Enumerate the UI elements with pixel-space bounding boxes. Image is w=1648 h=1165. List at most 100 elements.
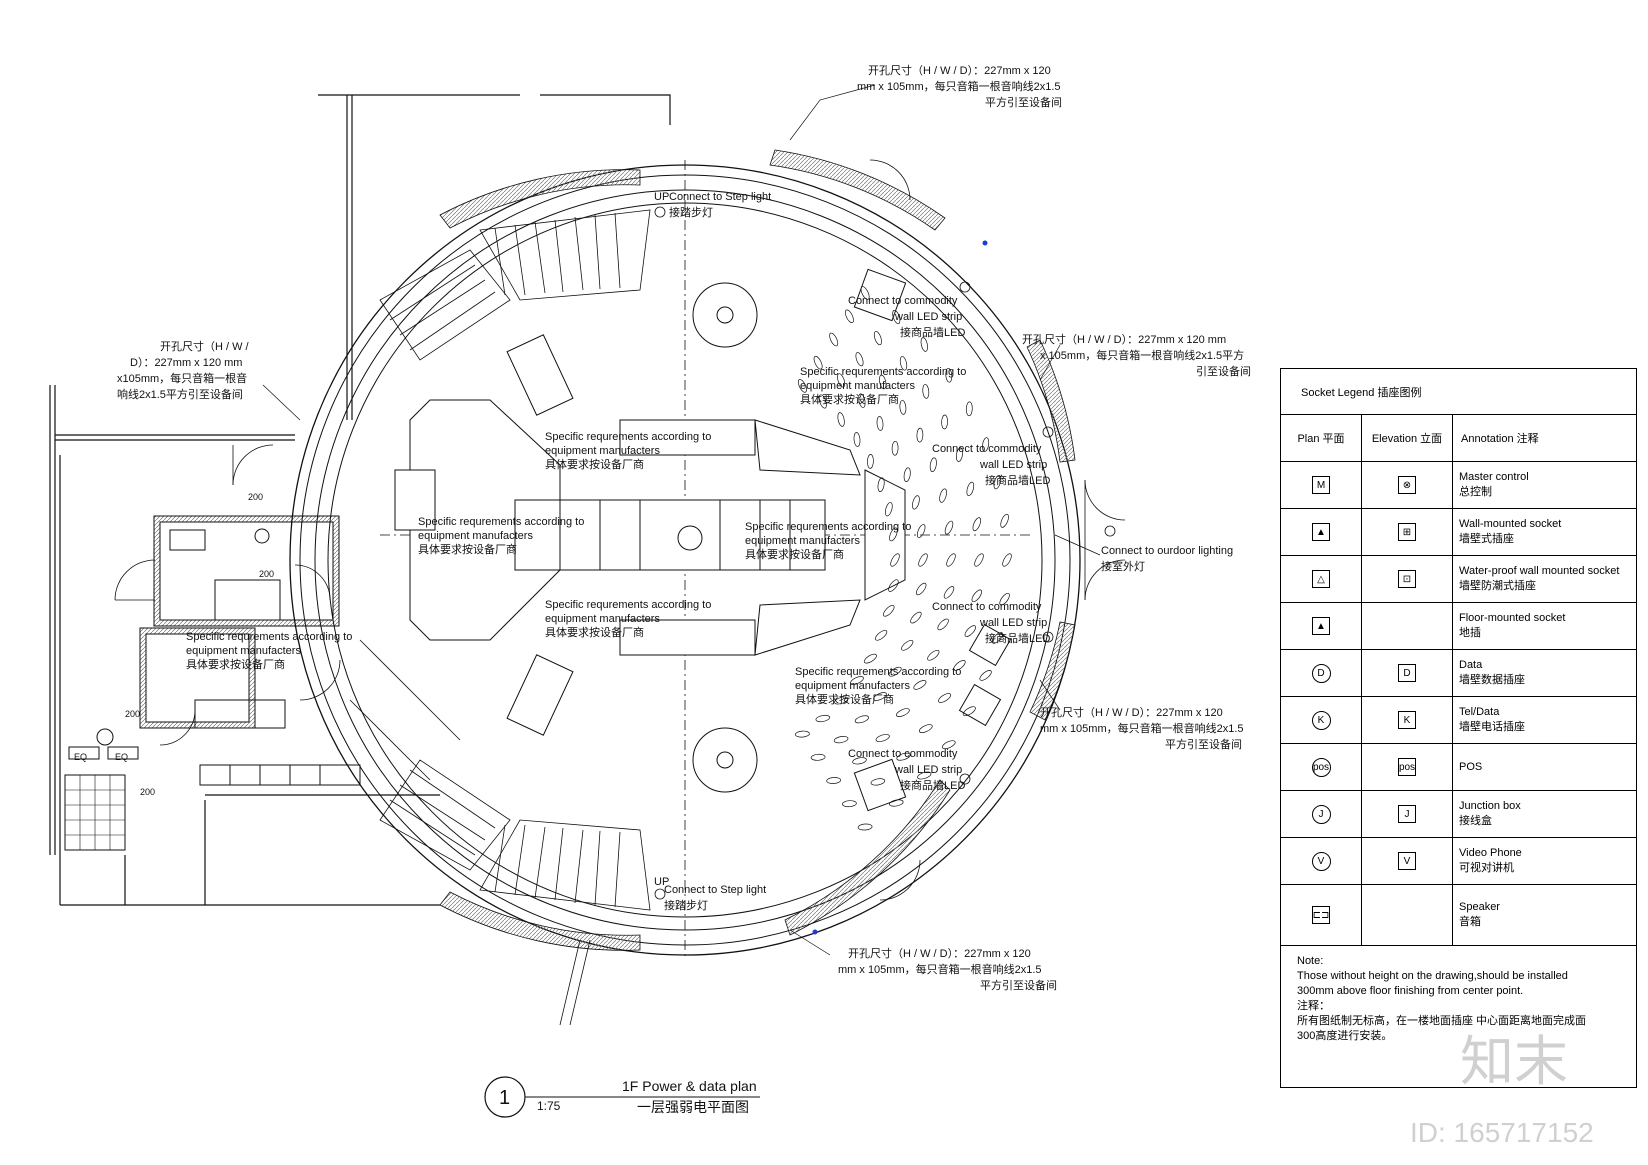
junction-box-icon-elevation: J <box>1398 805 1416 823</box>
seat-mark <box>826 777 842 784</box>
master-control-icon: M <box>1312 476 1330 494</box>
up-bottom-label: UP <box>654 876 669 888</box>
legend-cn: 墙壁式插座 <box>1459 533 1514 545</box>
spec-6c: 具体要求按设备厂商 <box>800 392 899 406</box>
spec-5b: equipment manufacters <box>186 645 301 657</box>
dim-200a: 200 <box>248 492 263 502</box>
seat-mark <box>834 696 849 705</box>
legend-cn: 总控制 <box>1459 486 1492 498</box>
eq-label-2: EQ <box>115 752 128 762</box>
watermark-id: ID: 165717152 <box>1410 1117 1594 1148</box>
seat-mark <box>972 517 982 532</box>
seat-mark <box>922 384 930 399</box>
dim-200d: 200 <box>140 787 155 797</box>
spec-3c: 具体要求按设备厂商 <box>745 547 844 561</box>
spec-7b: equipment manufacters <box>795 680 910 692</box>
spk-r1-3: 引至设备间 <box>1196 364 1251 378</box>
staircases <box>349 209 651 911</box>
spk-r2-1: 开孔尺寸（H / W / D）：227mm x 120 <box>1040 705 1223 719</box>
spk-top-1: 开孔尺寸（H / W / D）：227mm x 120 <box>868 63 1051 77</box>
seat-mark <box>916 582 927 596</box>
wall-led-r1-cn: 接商品墙LED <box>985 473 1050 487</box>
legend-elevation-cell: K <box>1361 696 1453 744</box>
legend-plan-cell: ▲ <box>1281 602 1362 650</box>
junction-box-icon: J <box>1311 804 1331 824</box>
spk-bot-1: 开孔尺寸（H / W / D）：227mm x 120 <box>848 946 1031 960</box>
seat-mark <box>884 502 893 517</box>
wall-socket-icon-elevation: ⊞ <box>1398 523 1416 541</box>
seat-mark <box>829 332 839 347</box>
legend-en: Video Phone <box>1459 847 1522 859</box>
plan-symbols <box>654 206 1116 900</box>
socket-legend: Socket Legend 插座图例 Plan 平面 Elevation 立面 … <box>1280 368 1637 1088</box>
seat-mark <box>927 649 940 661</box>
pos-icon: pos <box>1311 757 1331 777</box>
seat-mark <box>917 771 932 780</box>
legend-elevation-cell: ⊗ <box>1361 461 1453 509</box>
tel-data-icon: K <box>1311 710 1331 730</box>
led-bottom-en1: Connect to commodity <box>848 748 958 760</box>
wall-led-r2-en1: Connect to commodity <box>932 601 1042 613</box>
legend-cn: 墙壁电话插座 <box>1459 721 1525 733</box>
seat-mark <box>883 605 895 617</box>
spec-6a: Specific requrements according to <box>800 366 966 378</box>
data-socket-icon-elevation: D <box>1398 664 1416 682</box>
seat-mark <box>944 520 954 535</box>
annex-rooms <box>64 515 361 851</box>
legend-elevation-cell: pos <box>1361 743 1453 791</box>
led-bottom-cn: 接商品墙LED <box>900 778 965 792</box>
seat-mark <box>890 553 900 567</box>
legend-plan-cell: pos <box>1281 743 1362 791</box>
spk-left-2: D）：227mm x 120 mm <box>130 356 242 369</box>
seat-mark <box>941 740 956 750</box>
seat-mark <box>982 437 990 452</box>
seat-mark <box>873 331 882 346</box>
seat-mark <box>899 356 908 371</box>
waterproof-socket-icon-elevation: ⊡ <box>1398 570 1416 588</box>
legend-plan-cell: ▲ <box>1281 508 1362 556</box>
legend-en: Speaker <box>1459 901 1500 913</box>
spec-4b: equipment manufacters <box>545 613 660 625</box>
step-top-cn: 接踏步灯 <box>669 205 713 219</box>
legend-table: Plan 平面 Elevation 立面 Annotation 注释 M⊗Mas… <box>1281 415 1636 946</box>
step-bottom-cn: 接踏步灯 <box>664 898 708 912</box>
seat-mark <box>850 676 864 685</box>
step-bottom-en: Connect to Step light <box>664 884 766 896</box>
data-socket-icon: D <box>1311 663 1331 683</box>
note-cn: 所有图纸制无标高，在一楼地面插座 中心面距离地面完成面 300高度进行安装。 <box>1297 1015 1587 1042</box>
legend-elevation-cell: ⊞ <box>1361 508 1453 556</box>
video-phone-icon: V <box>1311 851 1331 871</box>
step-top-en: Connect to Step light <box>669 191 771 203</box>
seat-mark <box>937 618 949 631</box>
seat-mark <box>854 715 869 724</box>
legend-plan-cell: M <box>1281 461 1362 509</box>
spec-1c: 具体要求按设备厂商 <box>545 457 644 471</box>
spk-r1-1: 开孔尺寸（H / W / D）：227mm x 120 mm <box>1022 332 1226 346</box>
seat-mark <box>889 527 898 542</box>
wall-led-r1-en2: wall LED strip <box>979 459 1047 471</box>
leader-lines <box>262 84 1101 956</box>
spec-7c: 具体要求按设备厂商 <box>795 692 894 706</box>
spk-top-2: mm x 105mm，每只音箱一根音响线2x1.5 <box>857 79 1061 93</box>
spec-5a: Specific requrements according to <box>186 631 352 643</box>
up-top-label: UP <box>654 191 669 203</box>
seat-mark <box>965 401 973 417</box>
legend-elevation-cell: D <box>1361 649 1453 697</box>
wall-led-r1-en1: Connect to commodity <box>932 443 1042 455</box>
seat-mark <box>901 639 914 651</box>
spec-2a: Specific requrements according to <box>418 516 584 528</box>
plan-annotations: UP Connect to Step light 接踏步灯 UP Connect… <box>74 63 1251 992</box>
legend-elevation-cell <box>1361 602 1453 650</box>
seat-mark <box>918 553 928 567</box>
legend-en: Junction box <box>1459 800 1521 812</box>
wall-led-r2-en2: wall LED strip <box>979 617 1047 629</box>
spec-3a: Specific requrements according to <box>745 521 911 533</box>
seat-mark <box>842 800 857 808</box>
seat-mark <box>860 286 870 300</box>
seat-mark <box>876 416 884 431</box>
seat-mark <box>991 632 1004 644</box>
seat-pattern <box>795 286 1012 831</box>
